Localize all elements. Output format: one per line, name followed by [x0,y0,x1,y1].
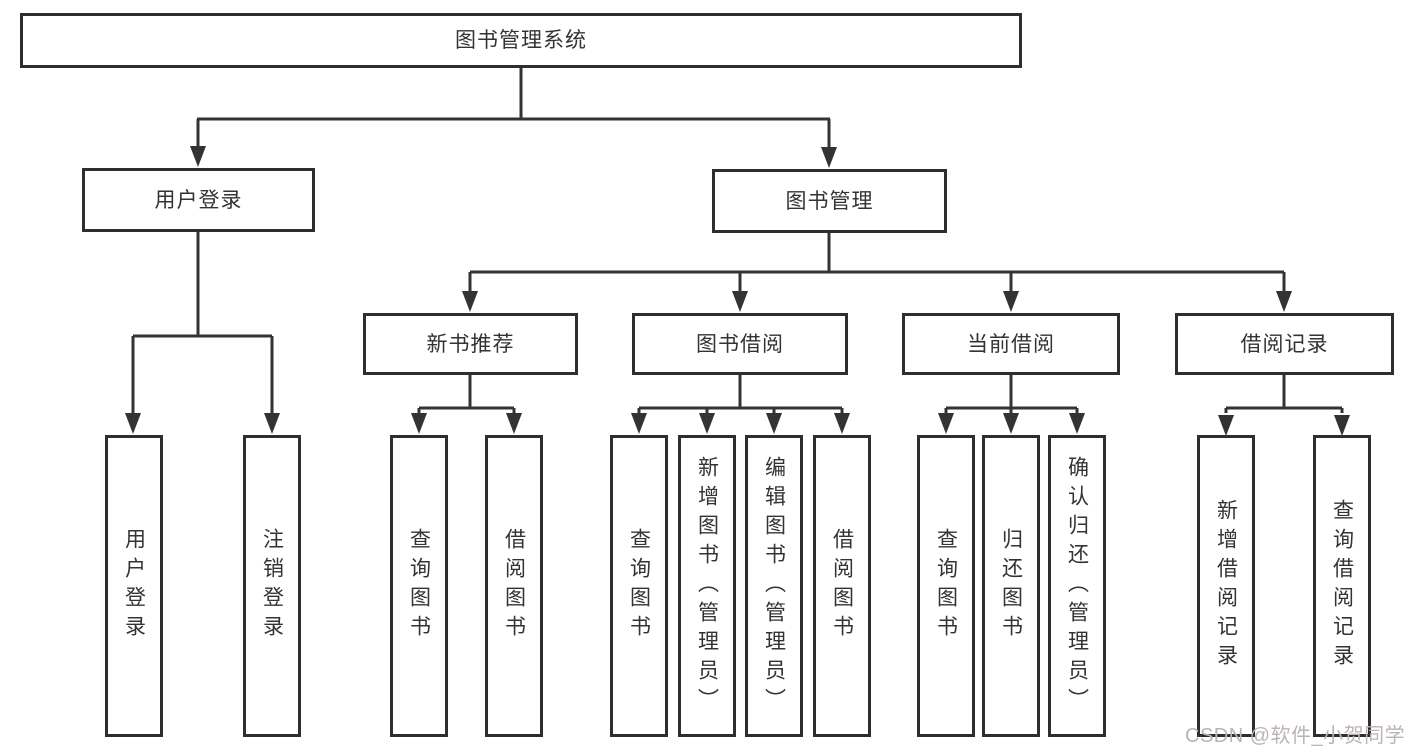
leaf-return-books: 归还图书 [982,435,1040,737]
arrowheads [125,146,1350,436]
node-label: 借阅记录 [1240,332,1329,356]
arrowhead-icon [125,413,141,434]
leaf-add-borrow-record: 新增借阅记录 [1197,435,1255,737]
node-library-management-system: 图书管理系统 [20,13,1022,68]
node-user-login: 用户登录 [82,168,315,232]
leaf-logout: 注销登录 [243,435,301,737]
arrowhead-icon [1218,415,1234,436]
arrowhead-icon [766,413,782,434]
leaf-query-books-current: 查询图书 [917,435,975,737]
leaf-label: 借阅图书 [502,528,526,644]
arrowhead-icon [631,413,647,434]
arrowhead-icon [1334,415,1350,436]
leaf-label: 新增借阅记录 [1214,499,1238,673]
leaf-borrow-books-borrowing: 借阅图书 [813,435,871,737]
node-label: 图书管理 [785,189,874,213]
arrowhead-icon [462,291,478,312]
node-borrowing-records: 借阅记录 [1175,313,1394,375]
arrowhead-icon [506,413,522,434]
leaf-label: 新增图书（管理员） [695,455,719,717]
leaf-label: 确认归还（管理员） [1065,455,1089,717]
csdn-watermark: CSDN @软件_小贺同学 [1185,725,1405,747]
leaf-query-borrow-record: 查询借阅记录 [1313,435,1371,737]
leaf-label: 用户登录 [122,528,146,644]
arrowhead-icon [1069,413,1085,434]
arrowhead-icon [699,413,715,434]
connector-tree-lines [131,68,1344,413]
leaf-edit-books-admin: 编辑图书（管理员） [745,435,803,737]
arrowhead-icon [834,413,850,434]
arrowhead-icon [411,413,427,434]
node-label: 图书管理系统 [455,29,587,52]
leaf-query-books-borrowing: 查询图书 [610,435,668,737]
leaf-query-books-recommend: 查询图书 [390,435,448,737]
arrowhead-icon [821,147,837,168]
arrowhead-icon [938,413,954,434]
leaf-label: 查询图书 [627,528,651,644]
node-book-borrowing: 图书借阅 [632,313,848,375]
arrowhead-icon [1003,291,1019,312]
node-current-borrowing: 当前借阅 [902,313,1120,375]
node-new-book-recommendation: 新书推荐 [363,313,578,375]
node-label: 用户登录 [154,188,243,212]
leaf-label: 查询图书 [407,528,431,644]
arrowhead-icon [264,413,280,434]
arrowhead-icon [190,146,206,167]
leaf-label: 借阅图书 [830,528,854,644]
node-label: 新书推荐 [426,332,515,356]
node-label: 当前借阅 [967,332,1055,356]
leaf-confirm-return-admin: 确认归还（管理员） [1048,435,1106,737]
node-book-management: 图书管理 [712,169,947,233]
leaf-label: 编辑图书（管理员） [762,455,786,717]
leaf-label: 查询借阅记录 [1330,499,1354,673]
leaf-borrow-books-recommend: 借阅图书 [485,435,543,737]
arrowhead-icon [1276,291,1292,312]
node-label: 图书借阅 [696,332,784,356]
leaf-label: 查询图书 [934,528,958,644]
leaf-add-books-admin: 新增图书（管理员） [678,435,736,737]
leaf-user-login: 用户登录 [105,435,163,737]
arrowhead-icon [1003,413,1019,434]
leaf-label: 注销登录 [260,528,284,644]
arrowhead-icon [732,291,748,312]
leaf-label: 归还图书 [999,528,1023,644]
